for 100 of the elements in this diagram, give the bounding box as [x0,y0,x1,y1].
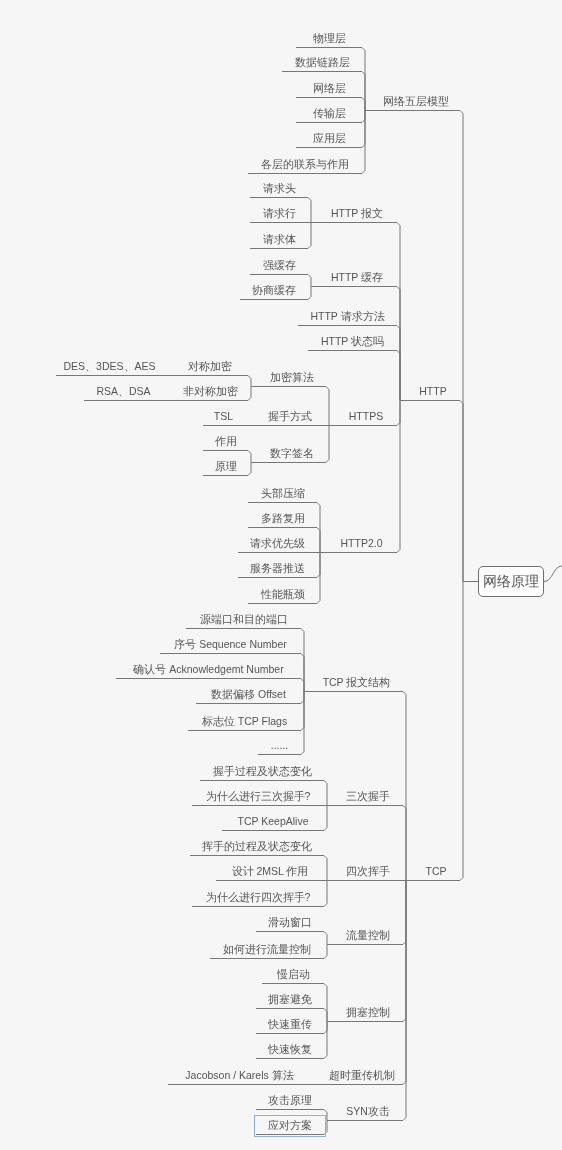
topic-branch [192,788,324,806]
topic-branch [256,991,324,1009]
topic-text: TSL [213,409,234,424]
topic-branch [210,941,324,959]
topic-text: TCP [425,864,447,879]
topic-text: HTTP 请求方法 [310,309,385,324]
topic-branch [248,586,317,604]
topic-text: 服务器推送 [250,561,305,576]
topic-branch [250,205,308,223]
topic-branch [203,458,248,476]
topic-text: 请求体 [262,232,296,247]
topic-text: 序号 Sequence Number [174,637,287,652]
topic-text: 四次挥手 [346,864,390,879]
topic-branch [320,1067,403,1085]
topic-branch [310,674,403,692]
topic-branch [333,1103,403,1121]
topic-branch [250,180,308,198]
topic-branch [116,661,301,679]
topic-text: 挥手的过程及状态变化 [202,839,312,854]
topic-branch [257,445,326,463]
topic-branch [238,535,317,553]
topic-text: 滑动窗口 [268,915,312,930]
topic-branch [298,308,397,326]
topic-text: 数字签名 [269,446,314,461]
topic-branch [172,358,248,376]
topic-text: TCP 报文结构 [322,675,391,690]
topic-text: Jacobson / Karels 算法 [185,1068,294,1083]
topic-branch [308,333,397,351]
topic-branch [200,763,324,781]
topic-text: 源端口和目的端口 [199,612,288,627]
topic-text: 标志位 TCP Flags [201,714,288,729]
topic-text: DES、3DES、AES [63,359,156,374]
topic-text: 请求优先级 [250,536,305,551]
topic-text: 请求行 [262,206,296,221]
topic-branch [172,383,248,401]
topic-branch [256,1092,324,1110]
topic-text: RSA、DSA [96,384,151,399]
branch-line [243,425,254,426]
topic-text: 如何进行流量控制 [223,942,311,957]
topic-text: 握手过程及状态变化 [212,764,312,779]
topic-text: HTTP 缓存 [330,270,384,285]
branch-line [162,375,173,376]
topic-text: HTTPS [348,409,384,424]
topic-text: 流量控制 [346,928,390,943]
topic-text: 性能瓶颈 [260,587,305,602]
central-topic-box [478,566,544,597]
topic-text: 多路复用 [260,511,305,526]
topic-branch [186,611,301,629]
topic-text: 各层的联系与作用 [261,157,349,172]
topic-text: ...... [270,738,289,753]
topic-branch [253,408,326,426]
topic-branch [216,863,324,881]
topic-text: SYN攻击 [346,1104,390,1119]
topic-text: 超时重传机制 [328,1068,395,1083]
topic-text: 三次握手 [346,789,390,804]
topic-branch [248,156,362,174]
topic-text: 物理层 [312,31,346,46]
topic-branch [250,257,308,275]
topic-branch [248,510,317,528]
topic-text: 握手方式 [267,409,312,424]
topic-branch [296,105,362,123]
topic-branch [256,914,324,932]
topic-branch [296,30,362,48]
topic-text: 为什么进行四次挥手? [205,890,311,905]
topic-branch [248,485,317,503]
topic-branch [192,889,324,907]
topic-text: 为什么进行三次握手? [205,789,311,804]
topic-text: 应用层 [312,131,346,146]
topic-text: 网络层 [312,81,346,96]
central-topic-text: 网络原理 [483,573,539,590]
topic-text: 数据链路层 [294,55,350,70]
topic-branch [256,1016,324,1034]
topic-branch [238,560,317,578]
topic-text: 作用 [214,434,237,449]
topic-branch [333,1004,403,1022]
topic-text: 原理 [214,459,237,474]
topic-branch [240,282,308,300]
topic-text: 确认号 Acknowledgemt Number [133,662,284,677]
topic-branch [196,686,301,704]
topic-branch [168,1067,311,1085]
topic-text: 协商缓存 [252,283,296,298]
topic-text: HTTP 状态吗 [320,334,385,349]
topic-text: 加密算法 [269,370,314,385]
branch-line [361,110,372,174]
topic-branch [317,269,397,287]
topic-branch [333,927,403,945]
branch-line [543,565,562,582]
branch-line [300,691,311,755]
topic-branch [250,231,308,249]
topic-text: HTTP [419,384,447,399]
topic-text: 设计 2MSL 作用 [231,864,309,879]
branch-line [162,400,173,401]
topic-branch [257,369,326,387]
topic-text: 应对方案 [268,1118,312,1133]
topic-text: 攻击原理 [268,1093,312,1108]
topic-text: 非对称加密 [182,384,238,399]
topic-branch [371,93,460,111]
topic-branch [256,1117,324,1135]
topic-text: 拥塞控制 [346,1005,390,1020]
topic-branch [190,838,324,856]
